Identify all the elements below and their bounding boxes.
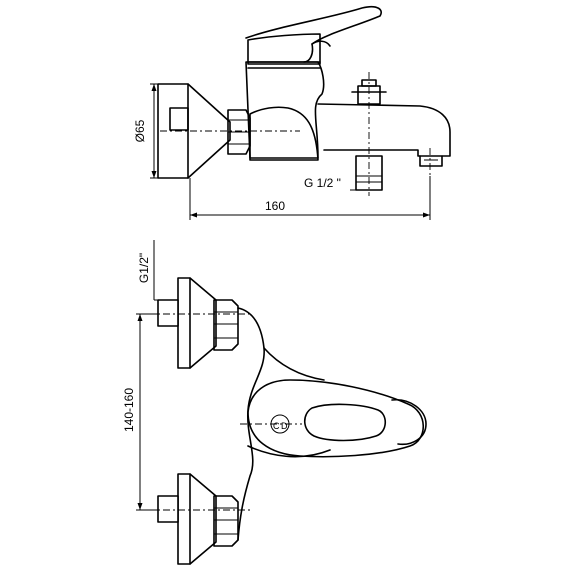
indicator-mark: D xyxy=(281,421,288,431)
front-body-lower-right xyxy=(247,445,331,458)
front-upper-escutcheon xyxy=(177,277,217,369)
width-label: 160 xyxy=(265,199,285,213)
front-body-right xyxy=(263,347,325,381)
diameter-label: Ø65 xyxy=(133,119,147,142)
side-body-outline xyxy=(245,61,325,159)
side-view: Ø65 160 G 1/2 " xyxy=(133,5,451,220)
connection-front-label: G1/2" xyxy=(137,253,151,283)
side-cartridge xyxy=(247,33,321,65)
side-body xyxy=(249,106,319,161)
side-inlet-pipe xyxy=(169,107,189,131)
side-lever xyxy=(245,5,382,63)
side-spout-tip xyxy=(419,155,443,167)
front-lower-nut xyxy=(213,495,239,547)
front-lever-slot xyxy=(303,403,387,442)
front-lower-pipe xyxy=(157,495,179,523)
spacing-label: 140-160 xyxy=(122,388,136,432)
front-upper-pipe xyxy=(157,299,179,327)
front-lever xyxy=(247,379,424,458)
side-spout xyxy=(317,103,451,157)
side-lever-inner xyxy=(311,40,331,47)
connection-side-label: G 1/2 " xyxy=(304,176,341,190)
front-lower-escutcheon xyxy=(177,473,217,565)
indicator-mark: C xyxy=(273,421,280,431)
front-upper-nut xyxy=(213,299,239,351)
front-lever-tip xyxy=(391,399,427,446)
front-view: C D 140-160 G1/2" xyxy=(122,240,427,565)
side-bottom-connector xyxy=(355,155,383,191)
